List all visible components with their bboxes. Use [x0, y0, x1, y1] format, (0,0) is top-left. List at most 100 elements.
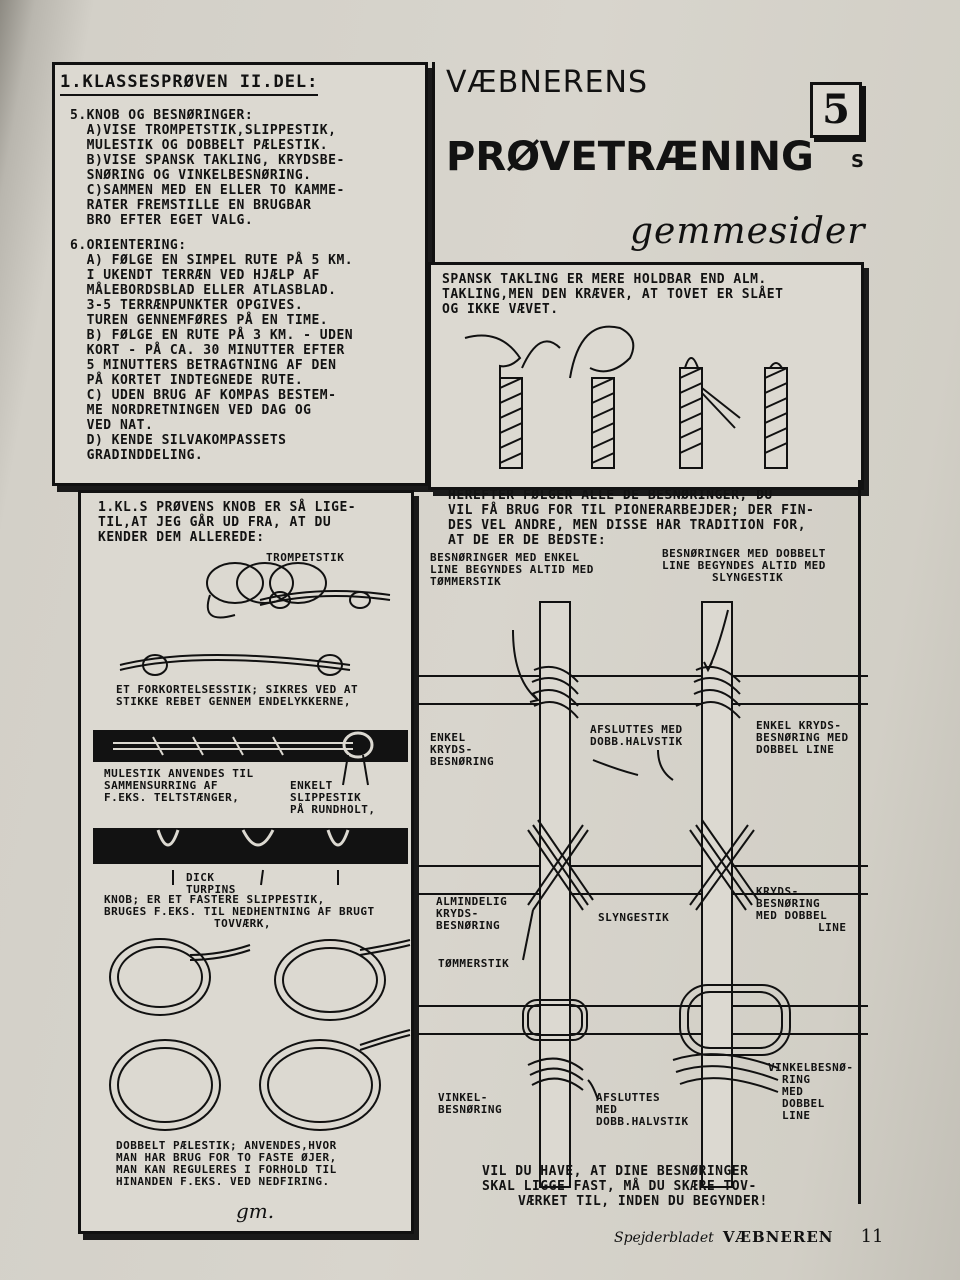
req-line: A)VISE TROMPETSTIK,SLIPPESTIK, — [70, 123, 337, 138]
enkel-kryds-line: KRYDS- — [430, 743, 473, 756]
req-line: C)SAMMEN MED EN ELLER TO KAMME- — [70, 183, 345, 198]
dick-text: DICK TURPINS — [186, 872, 236, 896]
page-number: 11 — [860, 1226, 884, 1247]
trompetstik-label: TROMPETSTIK — [266, 551, 345, 564]
almindelig-line: ALMINDELIG — [436, 895, 508, 908]
paelestik-line: MAN KAN REGULERES I FORHOLD TIL — [116, 1163, 337, 1176]
spanish-text: SPANSK TAKLING ER MERE HOLDBAR END ALM. … — [442, 272, 783, 317]
section-6-text: 6.ORIENTERING: A) FØLGE EN SIMPEL RUTE P… — [70, 238, 353, 463]
req-line: A) FØLGE EN SIMPEL RUTE PÅ 5 KM. — [70, 253, 354, 268]
box-title: 1.KLASSESPRØVEN II.DEL: — [60, 72, 319, 96]
afsluttes-bottom-line: DOBB.HALVSTIK — [596, 1115, 689, 1128]
req-line: ME NORDRETNINGEN VED DAG OG — [70, 403, 312, 418]
title-superscript: S — [851, 151, 865, 172]
knob-line: BRUGES F.EKS. TIL NEDHENTNING AF BRUGT — [104, 905, 375, 918]
afsluttes-bottom-line: AFSLUTTES — [596, 1091, 661, 1104]
single-line-text: BESNØRINGER MED ENKEL LINE BEGYNDES ALTI… — [430, 552, 594, 588]
paelestik-text: DOBBELT PÆLESTIK; ANVENDES,HVOR MAN HAR … — [116, 1140, 337, 1188]
req-line: VED NAT. — [70, 418, 154, 433]
lashings-intro-line: VIL FÅ BRUG FOR TIL PIONERARBEJDER; DER … — [448, 503, 815, 518]
rope-stage-2 — [569, 325, 635, 469]
single-line-line: LINE BEGYNDES ALTID MED — [430, 563, 594, 576]
almindelig-text: ALMINDELIG KRYDS- BESNØRING — [436, 896, 507, 932]
rope-stage-4 — [764, 362, 788, 469]
slyngestik-label: SLYNGESTIK — [598, 911, 670, 924]
vinkel-double-text: VINKELBESNØ- RING MED DOBBEL LINE — [768, 1062, 853, 1122]
forkortelse-text: ET FORKORTELSESSTIK; SIKRES VED AT STIKK… — [116, 684, 358, 708]
paelestik-illustration — [109, 938, 411, 1131]
vinkel-double-line: RING — [782, 1073, 811, 1086]
footer-magazine: Spejderbladet — [614, 1230, 714, 1246]
dick-line: TURPINS — [186, 883, 236, 896]
kryds-double-text: KRYDS- BESNØRING MED DOBBEL LINE — [756, 886, 847, 934]
req-line: 6.ORIENTERING: — [70, 238, 187, 253]
right-frame-line — [858, 480, 861, 1204]
knob-line: KNOB; ER ET FASTERE SLIPPESTIK, — [104, 893, 325, 906]
req-line: RATER FREMSTILLE EN BRUGBAR — [70, 198, 312, 213]
spanish-tackling-illustration — [464, 325, 788, 469]
vinkel-text: VINKEL- BESNØRING — [438, 1092, 502, 1116]
req-line: SNØRING OG VINKELBESNØRING. — [70, 168, 312, 183]
rope-stage-1 — [464, 334, 561, 469]
closing-line: VIL DU HAVE, AT DINE BESNØRINGER — [482, 1164, 749, 1179]
double-line-text: BESNØRINGER MED DOBBELT LINE BEGYNDES AL… — [662, 548, 826, 584]
enkel-kryds-double-line: ENKEL KRYDS- — [756, 719, 842, 732]
tommerstik-label: TØMMERSTIK — [438, 957, 510, 970]
vinkel-double-line: DOBBEL — [782, 1097, 825, 1110]
section-5-text: 5.KNOB OG BESNØRINGER: A)VISE TROMPETSTI… — [70, 108, 345, 228]
lashings-intro-line: DES VEL ANDRE, MEN DISSE HAR TRADITION F… — [448, 518, 807, 533]
slippestik-illustration — [156, 829, 350, 886]
rope-stage-3 — [679, 357, 741, 469]
mulestik-line: MULESTIK ANVENDES TIL — [104, 767, 254, 780]
knots-intro-line: TIL,AT JEG GÅR UD FRA, AT DU — [98, 515, 332, 530]
req-line: C) UDEN BRUG AF KOMPAS BESTEM- — [70, 388, 337, 403]
forkortelse-line: STIKKE REBET GENNEM ENDELYKKERNE, — [116, 695, 352, 708]
dick-line: DICK — [186, 871, 215, 884]
req-line: BRO EFTER EGET VALG. — [70, 213, 254, 228]
vinkel-double-line: VINKELBESNØ- — [768, 1061, 854, 1074]
slippestik-line: ENKELT — [290, 779, 333, 792]
requirements-box — [52, 62, 428, 486]
afsluttes-top-line: AFSLUTTES MED — [590, 723, 683, 736]
issue-number: 5 — [822, 86, 850, 133]
req-line: 5 MINUTTERS BETRAGTNING AF DEN — [70, 358, 337, 373]
almindelig-line: BESNØRING — [436, 919, 501, 932]
vinkel-double-line: MED — [782, 1085, 804, 1098]
paelestik-line: MAN HAR BRUG FOR TO FASTE ØJER, — [116, 1151, 337, 1164]
title-main: PRØVETRÆNING — [446, 134, 814, 180]
lashings-intro: HEREFTER FØLGER ALLE DE BESNØRINGER, DU … — [448, 488, 814, 548]
spanish-line: SPANSK TAKLING ER MERE HOLDBAR END ALM. — [442, 272, 767, 287]
req-line: B) FØLGE EN RUTE PÅ 3 KM. - UDEN — [70, 328, 354, 343]
slippestik-text: ENKELT SLIPPESTIK PÅ RUNDHOLT, — [290, 780, 375, 816]
closing-text: VIL DU HAVE, AT DINE BESNØRINGER SKAL LI… — [482, 1164, 768, 1209]
kryds-double-line: MED DOBBEL — [756, 909, 828, 922]
double-line-line: LINE BEGYNDES ALTID MED — [662, 559, 826, 572]
afsluttes-top-text: AFSLUTTES MED DOBB.HALVSTIK — [590, 724, 683, 748]
lashings-illustration — [418, 601, 868, 1188]
mulestik-line: SAMMENSURRING AF — [104, 779, 218, 792]
double-line-line: SLYNGESTIK — [712, 571, 784, 584]
mulestik-text: MULESTIK ANVENDES TIL SAMMENSURRING AF F… — [104, 768, 254, 804]
req-line: D) KENDE SILVAKOMPASSETS — [70, 433, 287, 448]
req-line: TUREN GENNEMFØRES PÅ EN TIME. — [70, 313, 329, 328]
enkel-kryds-double-line: BESNØRING MED — [756, 731, 849, 744]
footer-name: VÆBNEREN — [722, 1228, 834, 1246]
slippestik-line: PÅ RUNDHOLT, — [290, 803, 376, 816]
title-sub: gemmesider — [630, 211, 866, 252]
afsluttes-bottom-text: AFSLUTTES MED DOBB.HALVSTIK — [596, 1092, 689, 1128]
double-line-line: BESNØRINGER MED DOBBELT — [662, 547, 826, 560]
paelestik-line: DOBBELT PÆLESTIK; ANVENDES,HVOR — [116, 1139, 337, 1152]
enkel-kryds-double-line: DOBBEL LINE — [756, 743, 835, 756]
issue-badge: 5 — [810, 82, 862, 138]
lashings-intro-line: HEREFTER FØLGER ALLE DE BESNØRINGER, DU — [448, 488, 773, 503]
kryds-double-line: LINE — [818, 921, 847, 934]
enkel-kryds-double-text: ENKEL KRYDS- BESNØRING MED DOBBEL LINE — [756, 720, 849, 756]
req-line: 5.KNOB OG BESNØRINGER: — [70, 108, 254, 123]
closing-line: SKAL LIGGE FAST, MÅ DU SKÆRE TOV- — [482, 1179, 757, 1194]
req-line: KORT - PÅ CA. 30 MINUTTER EFTER — [70, 343, 345, 358]
afsluttes-bottom-line: MED — [596, 1103, 618, 1116]
req-line: GRADINDDELING. — [70, 448, 204, 463]
afsluttes-top-line: DOBB.HALVSTIK — [590, 735, 683, 748]
spanish-line: OG IKKE VÆVET. — [442, 302, 559, 317]
